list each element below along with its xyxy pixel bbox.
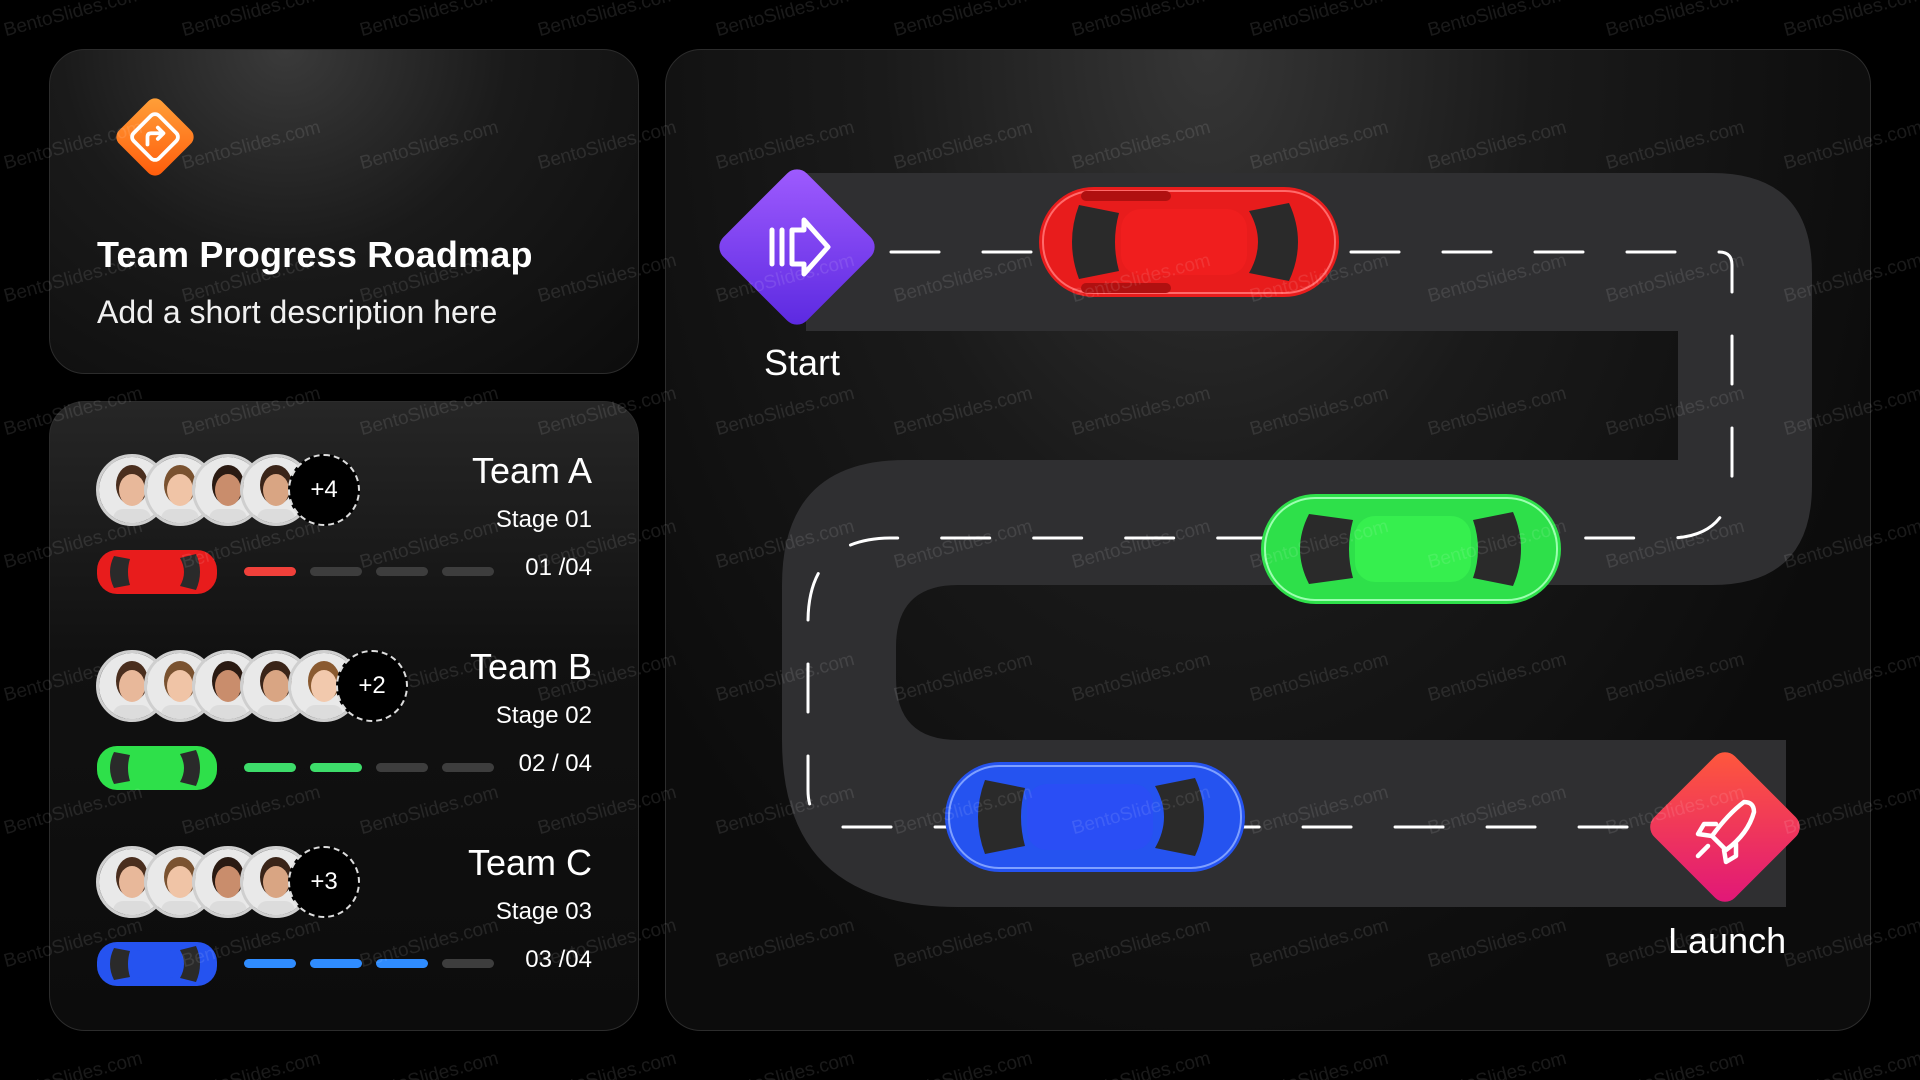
rocket-icon	[1695, 799, 1757, 865]
team-row: +4 Team A Stage 01 01 /04	[50, 450, 638, 614]
watermark-text: BentoSlides.com	[535, 0, 679, 42]
directions-sign-icon	[116, 98, 194, 176]
watermark-text: BentoSlides.com	[891, 1047, 1035, 1080]
launch-marker	[1650, 752, 1800, 902]
start-label: Start	[764, 342, 841, 383]
watermark-text: BentoSlides.com	[357, 1047, 501, 1080]
watermark-text: BentoSlides.com	[713, 1047, 857, 1080]
watermark-text: BentoSlides.com	[1, 1047, 145, 1080]
watermark-text: BentoSlides.com	[1069, 1047, 1213, 1080]
watermark-text: BentoSlides.com	[891, 0, 1035, 42]
green-car	[1261, 494, 1561, 604]
watermark-text: BentoSlides.com	[1425, 1047, 1569, 1080]
progress-segment	[244, 567, 296, 576]
progress-segment	[244, 763, 296, 772]
title-card: Team Progress Roadmap Add a short descri…	[49, 49, 639, 374]
watermark-text: BentoSlides.com	[1069, 0, 1213, 42]
watermark-text: BentoSlides.com	[535, 1047, 679, 1080]
team-name: Team C	[467, 842, 592, 883]
red-car	[1039, 187, 1339, 297]
watermark-text: BentoSlides.com	[1, 0, 145, 42]
watermark-text: BentoSlides.com	[1603, 0, 1747, 42]
progress-segment	[376, 959, 428, 968]
watermark-text: BentoSlides.com	[1425, 0, 1569, 42]
progress-segment	[442, 959, 494, 968]
arrow-right-icon	[769, 217, 831, 277]
progress-segment	[310, 567, 362, 576]
progress-bar	[244, 567, 494, 576]
car-icon	[96, 940, 218, 988]
watermark-text: BentoSlides.com	[179, 0, 323, 42]
roadmap-track	[719, 169, 1812, 907]
more-members-badge[interactable]: +2	[336, 650, 408, 722]
avatar	[144, 650, 216, 722]
more-members-badge[interactable]: +4	[288, 454, 360, 526]
progress-text: 01 /04	[525, 554, 592, 581]
road-center-line	[806, 250, 1748, 829]
team-name: Team B	[469, 646, 592, 687]
watermark-text: BentoSlides.com	[179, 1047, 323, 1080]
progress-segment	[310, 763, 362, 772]
watermark-text: BentoSlides.com	[1781, 0, 1920, 42]
progress-text: 03 /04	[525, 946, 592, 973]
blue-car	[945, 762, 1245, 872]
watermark-text: BentoSlides.com	[713, 0, 857, 42]
progress-segment	[442, 567, 494, 576]
more-members-badge[interactable]: +3	[288, 846, 360, 918]
avatar	[192, 650, 264, 722]
team-stage: Stage 02	[495, 702, 592, 729]
roadmap-card: Start Launch	[665, 49, 1871, 1031]
car-icon	[96, 548, 218, 596]
watermark-text: BentoSlides.com	[1247, 0, 1391, 42]
team-row: +3 Team C Stage 03 03 /04	[50, 842, 638, 1006]
progress-bar	[244, 763, 494, 772]
page-title: Team Progress Roadmap	[97, 234, 533, 275]
team-name: Team A	[471, 450, 592, 491]
team-stage: Stage 01	[495, 506, 592, 533]
launch-label: Launch	[1668, 920, 1787, 961]
progress-segment	[442, 763, 494, 772]
team-stage: Stage 03	[495, 898, 592, 925]
watermark-text: BentoSlides.com	[357, 0, 501, 42]
progress-bar	[244, 959, 494, 968]
progress-segment	[244, 959, 296, 968]
watermark-text: BentoSlides.com	[1781, 1047, 1920, 1080]
teams-card: +4 Team A Stage 01 01 /04	[49, 401, 639, 1031]
progress-segment	[376, 763, 428, 772]
progress-segment	[376, 567, 428, 576]
progress-text: 02 / 04	[518, 750, 592, 777]
page-subtitle: Add a short description here	[97, 294, 498, 330]
car-icon	[96, 744, 218, 792]
progress-segment	[310, 959, 362, 968]
start-marker	[719, 169, 875, 325]
watermark-text: BentoSlides.com	[1247, 1047, 1391, 1080]
team-row: +2 Team B Stage 02 02 / 04	[50, 646, 638, 810]
watermark-text: BentoSlides.com	[1603, 1047, 1747, 1080]
